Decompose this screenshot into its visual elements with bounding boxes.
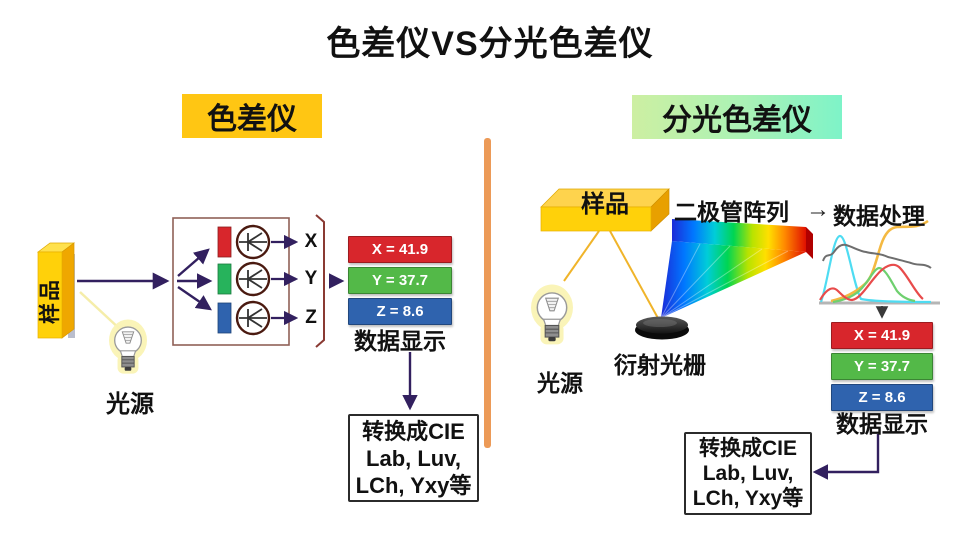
section-header-colorimeter-label: 色差仪	[207, 103, 297, 136]
sample-label-right: 样品	[581, 191, 629, 218]
sensor-box	[172, 217, 290, 346]
cie-line-3: LCh, Yxy等	[692, 487, 804, 510]
section-divider	[484, 138, 491, 448]
fan-arrows	[177, 248, 213, 311]
light-source-label-right: 光源	[537, 370, 583, 396]
photodiode-icons	[235, 224, 271, 336]
spectral-curves-icon	[819, 219, 940, 305]
cie-line-1: 转换成CIE	[698, 437, 797, 460]
diffraction-grating-label: 衍射光栅	[614, 352, 706, 378]
value-z-label: Z = 8.6	[858, 389, 906, 406]
light-source-label-left: 光源	[106, 391, 154, 418]
value-z-row: Z = 8.6	[348, 298, 452, 325]
cie-line-2: Lab, Luv,	[366, 445, 461, 471]
sensor-output-y: Y	[304, 268, 318, 289]
sensor-output-z: Z	[305, 307, 317, 328]
value-y-row: Y = 37.7	[348, 267, 452, 294]
page-title: 色差仪VS分光色差仪	[326, 25, 654, 63]
section-header-colorimeter: 色差仪	[182, 94, 322, 138]
cie-line-1: 转换成CIE	[362, 418, 465, 444]
light-bulb-left-icon	[108, 318, 148, 375]
sensor-output-arrows	[271, 234, 299, 326]
sample-label-left: 样品	[39, 278, 62, 324]
section-header-spectrophotometer-label: 分光色差仪	[662, 104, 812, 137]
value-y-label: Y = 37.7	[853, 358, 911, 375]
tristimulus-values-left: X = 41.9 Y = 37.7 Z = 8.6	[348, 236, 452, 325]
xyz-bracket-icon	[315, 214, 325, 348]
cie-line-3: LCh, Yxy等	[355, 472, 472, 498]
data-display-label-right: 数据显示	[836, 411, 928, 437]
value-x-row: X = 41.9	[831, 322, 933, 349]
diode-array-label: 二极管阵列	[674, 199, 789, 225]
value-z-row: Z = 8.6	[831, 384, 933, 411]
filter-blue-icon	[217, 302, 232, 334]
value-x-row: X = 41.9	[348, 236, 452, 263]
value-y-row: Y = 37.7	[831, 353, 933, 380]
diffraction-grating-icon	[635, 316, 689, 340]
tristimulus-values-right: X = 41.9 Y = 37.7 Z = 8.6	[831, 322, 933, 411]
flow-arrow-to-cie-right	[812, 434, 880, 480]
cie-line-2: Lab, Luv,	[702, 462, 794, 485]
sample-slab-left-icon	[36, 242, 76, 339]
light-ray-left	[79, 291, 123, 332]
filter-red-icon	[217, 226, 232, 258]
rainbow-spectrum-icon	[660, 219, 813, 319]
data-display-label-left: 数据显示	[354, 328, 446, 354]
value-y-label: Y = 37.7	[371, 272, 429, 289]
cie-conversion-box-right: 转换成CIE Lab, Luv, LCh, Yxy等	[684, 432, 812, 515]
value-x-label: X = 41.9	[853, 327, 911, 344]
value-x-label: X = 41.9	[371, 241, 429, 258]
sample-slab-right-icon	[540, 188, 670, 232]
section-header-spectrophotometer: 分光色差仪	[632, 95, 842, 139]
light-rays-right	[563, 230, 660, 321]
data-processing-label: 数据处理	[833, 203, 925, 229]
right-arrow-icon: →	[806, 196, 830, 223]
cie-conversion-box-left: 转换成CIE Lab, Luv, LCh, Yxy等	[348, 414, 479, 502]
filter-green-icon	[217, 263, 232, 295]
sensor-output-x: X	[304, 231, 318, 252]
light-bulb-right-icon	[530, 283, 574, 346]
value-z-label: Z = 8.6	[376, 303, 424, 320]
